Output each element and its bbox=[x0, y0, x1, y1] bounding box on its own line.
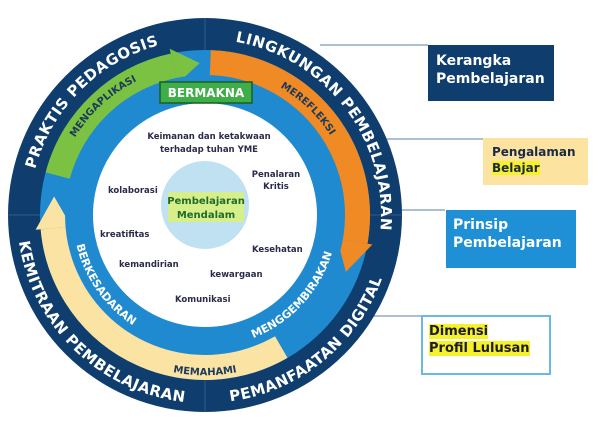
center-highlight bbox=[168, 192, 244, 222]
orange-arrowhead bbox=[337, 238, 373, 272]
orange-arrow bbox=[209, 50, 370, 244]
dim-keimanan-2: terhadap tuhan YME bbox=[160, 145, 258, 155]
green-arrowhead bbox=[169, 48, 200, 84]
legend-dimensi-line2: Profil Lulusan bbox=[429, 340, 530, 356]
dim-kewargaan: kewargaan bbox=[210, 270, 263, 280]
legend-kerangka: Kerangka Pembelajaran bbox=[428, 45, 554, 101]
dim-kreatifitas: kreatifitas bbox=[100, 230, 149, 240]
beige-arrow bbox=[40, 226, 288, 380]
legend-kerangka-line1: Kerangka bbox=[436, 53, 512, 69]
bermakna-label: BERMAKNA bbox=[168, 86, 245, 100]
legend-pengalaman-line2: Belajar bbox=[492, 160, 540, 175]
dim-komunikasi: Komunikasi bbox=[175, 295, 231, 305]
dim-kemandirian: kemandirian bbox=[119, 260, 179, 270]
legend-dimensi: Dimensi Profil Lulusan bbox=[421, 315, 551, 375]
legend-prinsip-line1: Prinsip bbox=[453, 217, 509, 233]
green-arrow bbox=[45, 53, 177, 180]
bermakna-badge bbox=[159, 81, 253, 104]
legend-prinsip: Prinsip Pembelajaran bbox=[446, 210, 576, 268]
legend-pengalaman-line1: Pengalaman bbox=[492, 145, 576, 159]
dim-kesehatan: Kesehatan bbox=[252, 245, 303, 255]
legend-dimensi-line1: Dimensi bbox=[429, 324, 489, 339]
center-line1: Pembelajaran bbox=[167, 196, 245, 207]
legend-pengalaman: Pengalaman Belajar bbox=[483, 138, 588, 185]
dim-keimanan-1: Keimanan dan ketakwaan bbox=[147, 132, 270, 142]
legend-prinsip-line2: Pembelajaran bbox=[453, 235, 562, 252]
dim-penalaran-2: Kritis bbox=[263, 182, 289, 192]
label-memahami: MEMAHAMI bbox=[173, 364, 238, 378]
dim-kolaborasi: kolaborasi bbox=[108, 186, 158, 196]
beige-arrowhead bbox=[35, 196, 72, 230]
legend-kerangka-line2: Pembelajaran bbox=[436, 71, 545, 88]
dim-penalaran-1: Penalaran bbox=[252, 170, 300, 180]
center-line2: Mendalam bbox=[177, 210, 235, 221]
